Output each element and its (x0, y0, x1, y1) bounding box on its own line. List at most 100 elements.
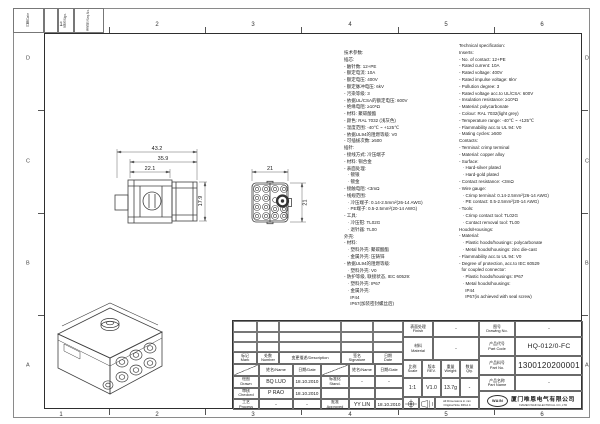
spec-line: · Metal hoods/housings: zinc die-cast (459, 246, 537, 252)
corner-label: 日期/Date (25, 13, 30, 28)
spec-line: · Crimp terminal: 0.14-2.5mm²(26-14 AWG) (459, 192, 549, 198)
revision-cell (257, 342, 279, 352)
side-view-body (114, 179, 198, 224)
stand-date: - (375, 376, 403, 388)
qty-value: - (460, 378, 479, 397)
date-header: 日期/Date (293, 364, 321, 376)
finish-value: - (433, 321, 479, 337)
dim-face-width: 21 (267, 166, 273, 172)
spec-line: - 额定电流: 10A (344, 70, 376, 76)
date-header: 日期/Date (375, 364, 403, 376)
grid-number-top: 5 (444, 22, 448, 28)
first-angle-projection-icon (403, 397, 419, 410)
spec-line: - Flammability acc.to UL 94: V0 (459, 253, 522, 259)
spec-line: - 线规范围: (344, 192, 366, 198)
spec-line: - 依据UL/CSA的额定电压: 600V (344, 97, 408, 103)
revision-cell (373, 331, 403, 342)
grid-tick (38, 213, 44, 214)
weight-label: 重量 Weight (441, 360, 460, 378)
label-zh: 绘图 (242, 376, 250, 382)
grid-letter-right: B (585, 260, 589, 267)
label-en: Drawing No. (486, 328, 508, 333)
part-no-value: 1300120200001 (515, 356, 583, 375)
iso-body (57, 302, 163, 395)
grid-tick (301, 27, 302, 33)
grid-tick (301, 409, 302, 415)
grid-number-bottom: 5 (444, 412, 448, 418)
grid-number-bottom: 4 (348, 412, 352, 418)
label-zh: 产品名称 (489, 377, 505, 383)
spec-line: · Hard-silver plated (459, 165, 501, 171)
label-zh: 产品料号 (489, 360, 505, 366)
grid-tick (398, 27, 399, 33)
approved-date: 18.10.2010 (375, 399, 403, 410)
grid-letter-right: C (585, 158, 589, 165)
label-en: Stand. (329, 380, 341, 386)
dims-note-line1: All Dimensions in mm (443, 398, 471, 403)
title-block: 标记 Mark 处数 Number 变更描述/Description 签名 Si… (232, 320, 583, 410)
revision-cell (257, 321, 279, 332)
corner-box-4: 流水号/Seq.No. (74, 8, 104, 33)
spec-line: - 工具: (344, 213, 357, 219)
corner-box-3: 签名/Sign. (58, 8, 74, 33)
drawing-no-value: - (515, 321, 583, 337)
spec-line: 插芯: (344, 56, 355, 62)
label-zh: 版本 (427, 363, 436, 369)
spec-line: - Material: copper alloy (459, 151, 505, 157)
grid-letter-left: D (26, 55, 30, 62)
dimension-lines (116, 149, 207, 222)
grid-number-top: 1 (59, 22, 63, 28)
label-zh: 标准化 (329, 376, 341, 382)
spec-line: · PE contact: 0.5-2.5mm²(20-14 AWG) (459, 199, 539, 205)
revision-cell (373, 321, 403, 332)
grid-letter-right: A (585, 362, 589, 369)
spec-line: · 镀金 (344, 179, 360, 185)
label-en: Qty. (466, 368, 473, 373)
revision-cell (279, 342, 341, 352)
part-no-label: 产品料号 Part No. (479, 356, 515, 375)
process-date: - (293, 399, 321, 410)
dims-note-line2: Original Size DIN A 4 (443, 402, 471, 407)
grid-tick (109, 27, 110, 33)
spec-line: - Colour: RAL 7032(light grey) (459, 110, 519, 116)
label-zh: 日期 (384, 352, 392, 358)
grid-number-top: 4 (348, 22, 352, 28)
stand-name: - (349, 376, 375, 388)
spec-line: - 表面处理: (344, 165, 366, 171)
spec-line: · 冷压端子: 0.14-2.5mm²(26-14 AWG) (344, 199, 423, 205)
spec-line: - No. of contact: 12+PE (459, 56, 506, 62)
grid-number-bottom: 2 (155, 412, 159, 418)
company-name-zh: 厦门唯恩电气有限公司 (511, 397, 575, 403)
spec-line: IP44 (459, 287, 475, 293)
rev-header-mark: 标记 Mark (233, 352, 257, 364)
label-zh: 工艺 (242, 399, 250, 405)
drawing-no-label: 图号 Drawing No. (479, 321, 515, 337)
spec-line: - Rated voltage: 400V (459, 70, 503, 76)
spec-line: IP67(加装密封螺丝后) (344, 301, 395, 307)
spec-line: - 防护等级, 联接状态, IEC 60529: (344, 274, 411, 280)
grid-letter-left: A (26, 362, 30, 369)
spec-line: - 接线方式: 冷压端子 (344, 151, 386, 157)
grid-tick (582, 315, 588, 316)
grid-tick (494, 27, 495, 33)
spec-line: - 依据UL94的阻燃等级: (344, 260, 391, 266)
grid-letter-right: D (585, 55, 589, 62)
empty-cell (321, 387, 349, 399)
grid-tick (582, 110, 588, 111)
spec-line: - 可插拔次数: ≥500 (344, 138, 382, 144)
label-zh: 产品代号 (489, 341, 505, 347)
revision-cell (233, 342, 257, 352)
dimension-lines (251, 169, 306, 223)
revision-cell (373, 342, 403, 352)
weight-value: 13.7g (441, 378, 460, 397)
drawn-date: 18.10.2010 (293, 376, 321, 388)
spec-line: · 金属外壳: 压铸锌 (344, 253, 385, 259)
grid-number-top: 6 (540, 22, 544, 28)
finish-label: 表面处理 Finish (403, 321, 433, 337)
spec-line: - Material: (459, 233, 480, 239)
spec-line: · Metal hoods/housings: (459, 280, 511, 286)
dim-total-width: 43.2 (152, 146, 163, 152)
spec-line: - Rated voltage acc.to UL/CSA: 600V (459, 90, 534, 96)
spec-line: - Surface: (459, 158, 479, 164)
